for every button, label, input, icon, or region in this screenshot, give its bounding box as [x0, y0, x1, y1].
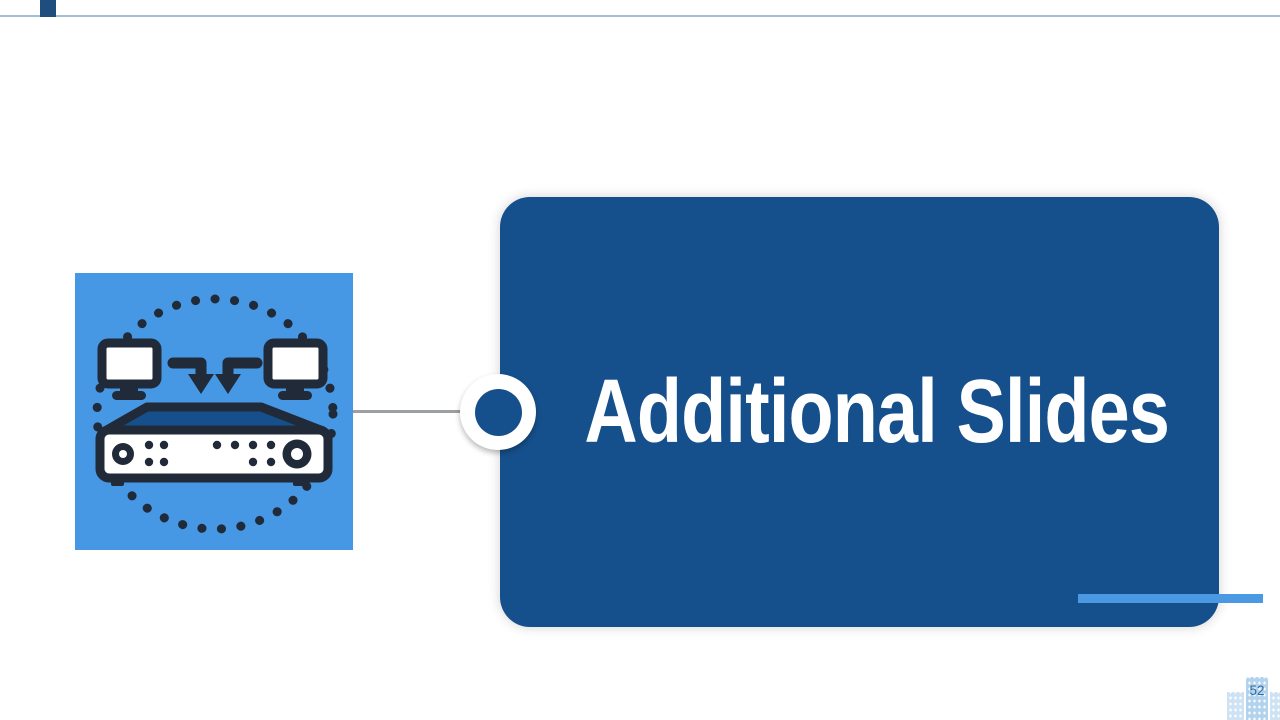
- dotted-circle: [92, 294, 338, 534]
- right-monitor-icon: [263, 338, 328, 400]
- title-card: Additional Slides: [500, 197, 1219, 627]
- page-number-badge: 52: [1225, 676, 1280, 720]
- left-monitor-icon: [97, 338, 162, 400]
- connector-bullet: [460, 374, 536, 450]
- building-icon-left: [1227, 692, 1244, 720]
- building-icon-center: [1246, 677, 1268, 720]
- network-switch-with-monitors-icon: [92, 294, 338, 534]
- slide-title: Additional Slides: [584, 361, 1170, 462]
- building-icon-right: [1270, 692, 1280, 720]
- network-icon-tile: [75, 273, 353, 550]
- right-down-arrow-icon: [215, 357, 263, 394]
- network-switch-box-icon: [95, 402, 333, 486]
- accent-underline-bar: [1078, 594, 1263, 603]
- page-number: 52: [1249, 683, 1265, 698]
- connector-bullet-core: [474, 388, 522, 436]
- top-accent-square: [40, 0, 56, 17]
- left-down-arrow-icon: [167, 357, 214, 394]
- top-divider-line: [0, 15, 1280, 17]
- connector-line: [353, 410, 470, 413]
